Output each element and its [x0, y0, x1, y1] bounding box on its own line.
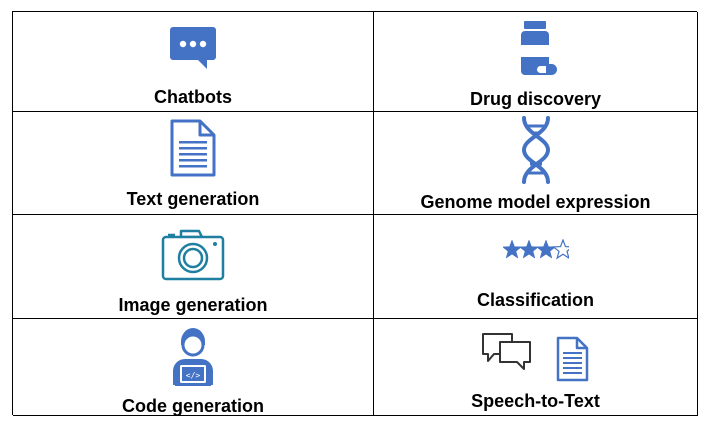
cell-label: Speech-to-Text: [471, 391, 600, 411]
star-empty-icon: [551, 239, 569, 260]
camera-icon: [13, 227, 373, 281]
document-icon: [13, 119, 373, 177]
cell-classification: Classification: [374, 215, 698, 319]
chat-bubble-icon: [13, 26, 373, 70]
cell-label: Classification: [476, 290, 595, 310]
cell-image-generation: Image generation: [13, 215, 374, 319]
svg-text:</>: </>: [186, 371, 201, 380]
dna-icon: [374, 116, 697, 184]
developer-icon: </>: [13, 325, 373, 387]
cell-label: Image generation: [118, 295, 268, 315]
cell-label: Code generation: [121, 396, 264, 416]
cell-label: Text generation: [126, 189, 260, 209]
star-filled-icon: [535, 239, 556, 259]
cell-drug-discovery: Drug discovery: [374, 12, 698, 112]
cell-label: Genome model expression: [420, 192, 651, 212]
cell-text-generation: Text generation: [13, 112, 374, 215]
cell-code-generation: </> Code generation: [13, 319, 374, 416]
cell-speech-to-text: Speech-to-Text: [374, 319, 698, 416]
cell-label: Drug discovery: [469, 89, 602, 109]
speech-to-text-icon: [374, 330, 697, 382]
star-rating-icon: [374, 239, 697, 261]
star-filled-icon: [502, 239, 522, 259]
star-filled-icon: [518, 239, 539, 259]
cell-chatbots: Chatbots: [13, 12, 374, 112]
use-case-table: Chatbots Drug discovery: [12, 11, 698, 416]
cell-genome-model-expression: Genome model expression: [374, 112, 698, 215]
cell-label: Chatbots: [154, 87, 232, 107]
speech-bubbles-document-icon: [481, 333, 588, 382]
pill-bottle-icon: [374, 20, 697, 78]
